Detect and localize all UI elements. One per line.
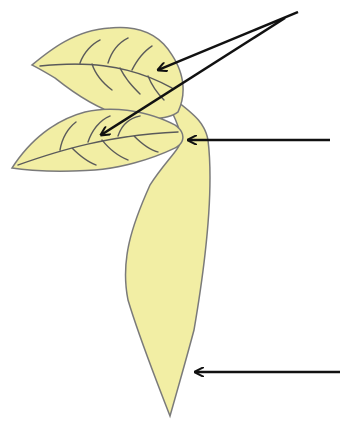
- lower-cotyledon: [12, 109, 183, 171]
- arrow-to-upper-cotyledon: [158, 12, 298, 70]
- upper-cotyledon: [32, 27, 183, 118]
